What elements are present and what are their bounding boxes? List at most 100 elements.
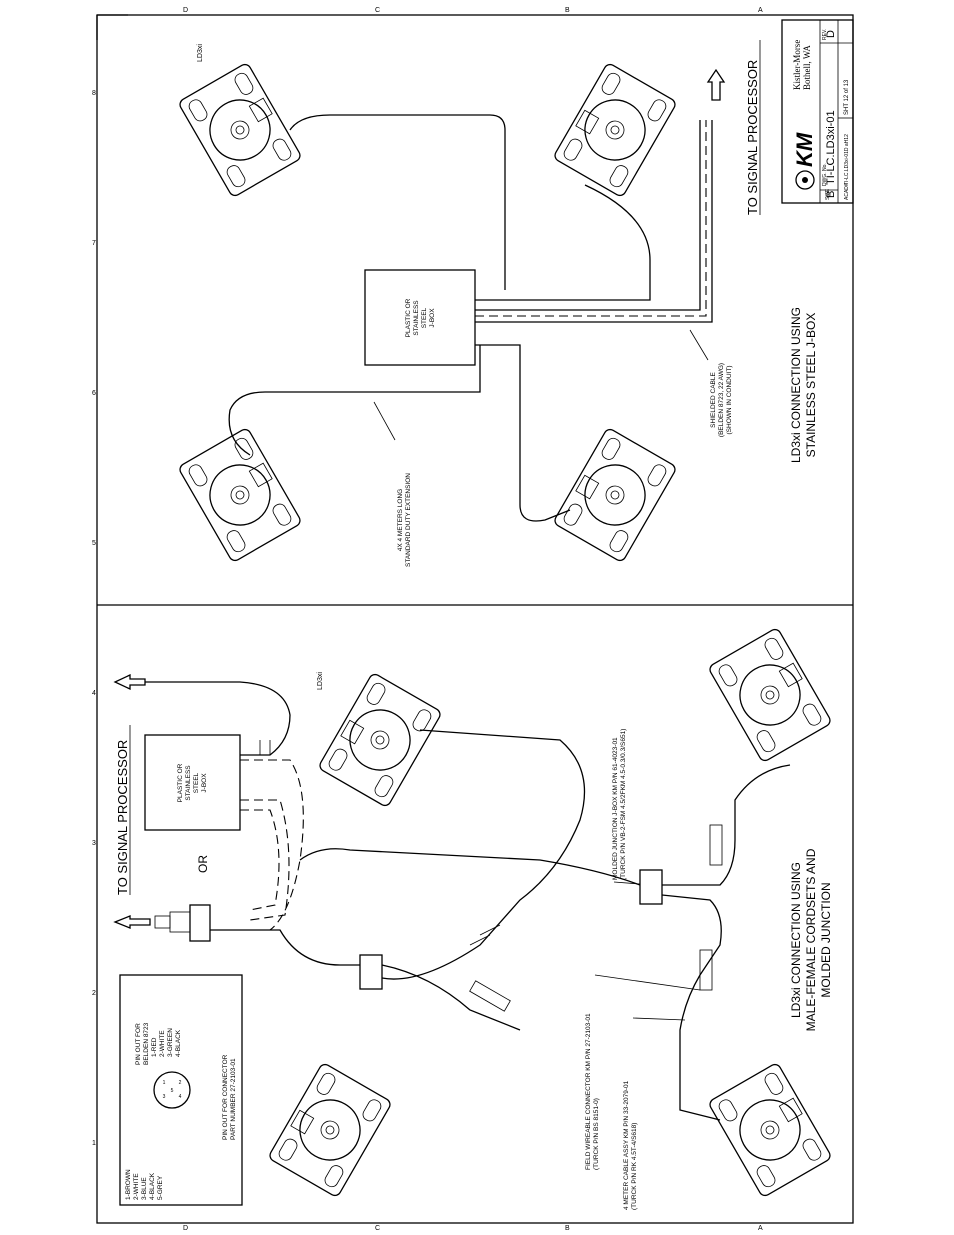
svg-text:1: 1 [163,1080,166,1086]
svg-text:3-GREEN: 3-GREEN [167,1028,174,1057]
field-connector [189,904,211,942]
svg-text:4X 4 METERS LONG: 4X 4 METERS LONG [397,489,404,552]
load-cell-8 [707,1061,833,1199]
extension-label: 4X 4 METERS LONG STANDARD DUTY EXTENSION [397,473,412,567]
rev-value: D [825,30,837,38]
svg-text:Bothell, WA: Bothell, WA [802,45,812,90]
svg-text:STEEL: STEEL [193,772,200,793]
upper-signal-label: TO SIGNAL PROCESSOR [745,60,760,215]
sheet-text: SHT 12 of 13 [844,79,850,115]
svg-text:2-WHITE: 2-WHITE [133,1173,140,1200]
svg-text:3: 3 [163,1094,166,1100]
connector-pinout: PIN OUT FOR CONNECTOR PART NUMBER 27-210… [222,1054,237,1140]
load-cell-7 [267,1061,393,1199]
svg-text:STAINLESS: STAINLESS [185,765,192,801]
title-block: KM Kistler-Morse Bothell, WA SIZE B DWG.… [781,19,854,204]
pin-numbers: 1 2 3 4 5 [163,1080,182,1100]
cordset-7 [662,764,791,886]
logo-text: KM [792,132,817,167]
upper-jbox [364,269,476,366]
svg-text:SHIELDED CABLE: SHIELDED CABLE [710,372,717,428]
cable-assy-label: 4 METER CABLE ASSY KM P/N 33-2079-01 (TU… [623,1080,638,1210]
svg-text:4-BLACK: 4-BLACK [149,1172,156,1200]
color-code-list: 1-BROWN 2-WHITE 3-BLUE 4-BLACK 5-GREY [125,1169,164,1200]
zone-letter-d: D [183,7,188,14]
cable-2 [584,184,651,295]
zone-letter-c-bottom: C [375,1225,380,1232]
svg-text:PLASTIC OR: PLASTIC OR [177,763,184,802]
cordset-5 [381,964,521,1031]
svg-text:1-BROWN: 1-BROWN [125,1169,132,1200]
upper-title: LD3xi CONNECTION USING STAINLESS STEEL J… [789,307,818,463]
svg-text:J-BOX: J-BOX [201,773,208,793]
load-cell-5 [317,671,443,809]
shielded-cable [475,120,701,311]
svg-text:PIN OUT FOR CONNECTOR: PIN OUT FOR CONNECTOR [222,1054,229,1140]
svg-text:5-GREY: 5-GREY [157,1175,164,1200]
load-cell-6 [707,626,833,764]
rev-label: REV. [822,29,828,40]
svg-text:PIN OUT FOR: PIN OUT FOR [135,1023,142,1065]
svg-text:STANDARD DUTY EXTENSION: STANDARD DUTY EXTENSION [405,473,412,567]
size-value: B [825,191,837,198]
cable-1 [289,114,506,290]
molded-junction-right [639,869,663,905]
svg-text:LD3xi CONNECTION USING: LD3xi CONNECTION USING [789,862,803,1018]
zone-number-8: 8 [92,90,96,97]
svg-text:PART NUMBER 27-2103-01: PART NUMBER 27-2103-01 [230,1058,237,1140]
acad-label: ACAD# [844,183,850,200]
load-cell-4 [552,426,678,564]
zone-letter-c: C [375,7,380,14]
load-cell-2 [552,61,678,199]
svg-text:J-BOX: J-BOX [429,308,436,328]
km-logo: KM [792,132,817,190]
cordset-8 [661,894,722,1121]
lower-title: LD3xi CONNECTION USING MALE-FEMALE CORDS… [789,848,833,1031]
load-cell-1 [177,61,303,199]
svg-text:(BELDEN 8723, 22 AWG): (BELDEN 8723, 22 AWG) [718,363,725,437]
svg-text:2-WHITE: 2-WHITE [159,1030,166,1057]
lower-signal-arrow-top [113,673,146,691]
svg-text:3-BLUE: 3-BLUE [141,1177,148,1200]
svg-text:MOLDED JUNCTION: MOLDED JUNCTION [819,882,833,997]
cable-3 [228,345,481,456]
lower-signal-label: TO SIGNAL PROCESSOR [115,740,130,895]
pinout-box [119,974,243,1206]
svg-text:STAINLESS STEEL J-BOX: STAINLESS STEEL J-BOX [804,313,818,458]
zone-number-7: 7 [92,240,96,247]
acad-value: TI-LC.LD3xi-01D aH12 [844,134,850,185]
zone-letter-b: B [565,7,570,14]
svg-text:(TURCK P/N BS 8151-0): (TURCK P/N BS 8151-0) [593,1098,600,1170]
svg-text:STAINLESS: STAINLESS [413,300,420,336]
svg-text:PLASTIC OR: PLASTIC OR [405,298,412,337]
zone-number-1: 1 [92,1140,96,1147]
zone-letters-left: D C B A D C B A [183,7,763,1232]
svg-text:4-BLACK: 4-BLACK [175,1029,182,1057]
svg-text:1-RED: 1-RED [151,1037,158,1057]
zone-letter-d-bottom: D [183,1225,188,1232]
zone-number-4: 4 [92,690,96,697]
upper-jbox-label: PLASTIC OR STAINLESS STEEL J-BOX [405,298,436,337]
sheet-border [96,14,854,1224]
shielded-cable-label: SHIELDED CABLE (BELDEN 8723, 22 AWG) (SH… [710,363,733,437]
svg-text:MALE-FEMALE CORDSETS AND: MALE-FEMALE CORDSETS AND [804,848,818,1031]
svg-text:4: 4 [179,1094,182,1100]
belden-pinout: PIN OUT FOR BELDEN 8723 1-RED 2-WHITE 3-… [135,1022,182,1065]
molded-junction-left [359,954,383,990]
svg-text:(SHOWN IN CONDUIT): (SHOWN IN CONDUIT) [726,366,733,435]
zone-letter-a-bottom: A [758,1225,763,1232]
svg-text:5: 5 [171,1088,174,1094]
svg-text:MOLDED JUNCTION J-BOX KM P/N 6: MOLDED JUNCTION J-BOX KM P/N 61-4023-01 [612,737,619,880]
dwg-label: DWG. No. [822,163,828,186]
field-connector-label: FIELD WIREABLE CONNECTOR KM P/N 27-2103-… [585,1013,600,1170]
size-label: SIZE [825,188,831,200]
svg-text:4 METER CABLE ASSY KM P/N 33-2: 4 METER CABLE ASSY KM P/N 33-2079-01 [623,1080,630,1210]
company-name: Kistler-Morse Bothell, WA [792,40,812,90]
connector-face-icon [153,1071,191,1109]
lower-processor-cable [145,681,291,756]
svg-text:(TURCK P/N RK 4.5T-4/S618): (TURCK P/N RK 4.5T-4/S618) [631,1123,638,1210]
molded-junction-label: MOLDED JUNCTION J-BOX KM P/N 61-4023-01 … [612,729,627,880]
svg-text:Kistler-Morse: Kistler-Morse [792,40,802,90]
lower-signal-arrow-bottom [113,915,151,929]
